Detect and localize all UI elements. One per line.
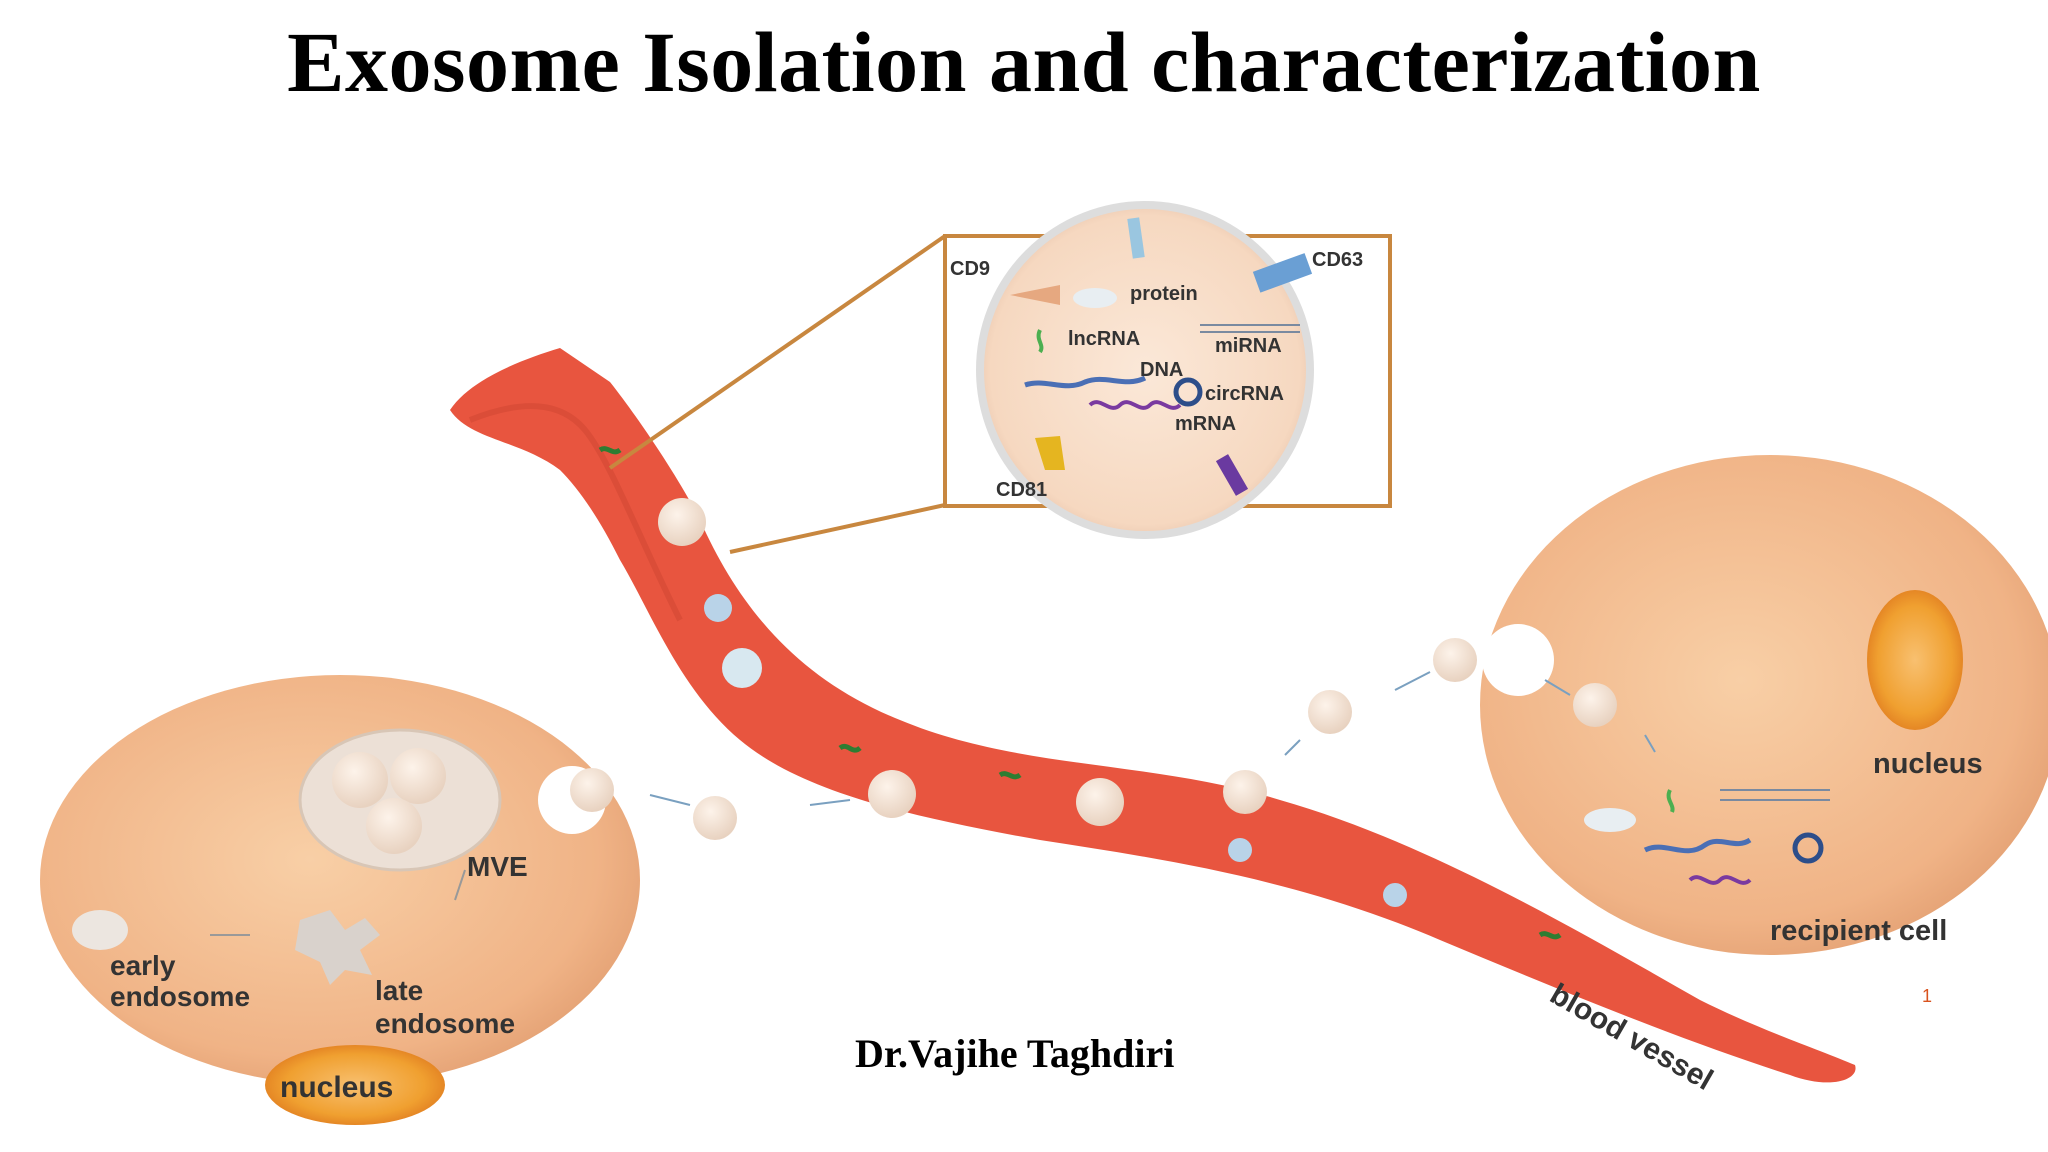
label-early-endosome-2: endosome — [110, 981, 250, 1012]
recipient-cell — [1480, 455, 2048, 955]
label-early-endosome-1: early — [110, 950, 176, 981]
label-dna: DNA — [1140, 359, 1183, 381]
label-circrna: circRNA — [1205, 383, 1284, 405]
label-recipient-nucleus: nucleus — [1873, 748, 1983, 780]
label-protein: protein — [1130, 283, 1198, 305]
label-cd81: CD81 — [996, 479, 1047, 501]
label-mve: MVE — [467, 851, 528, 882]
slide-number: 1 — [1922, 986, 1933, 1006]
exosome-inset — [608, 201, 1392, 554]
label-donor-nucleus: nucleus — [280, 1071, 393, 1104]
author-name: Dr.Vajihe Taghdiri — [855, 1031, 1175, 1076]
donor-cell — [40, 675, 640, 1125]
label-cd63: CD63 — [1312, 249, 1363, 271]
label-lncrna: lncRNA — [1068, 328, 1140, 350]
blood-vessel — [450, 348, 1856, 1083]
label-recipient-cell: recipient cell — [1770, 915, 1947, 947]
label-mirna: miRNA — [1215, 335, 1282, 357]
label-cd9: CD9 — [950, 258, 990, 280]
slide-title: Exosome Isolation and characterization — [287, 14, 1761, 110]
exosomes — [570, 446, 1656, 940]
label-late-endosome-2: endosome — [375, 1008, 515, 1039]
label-late-endosome-1: late — [375, 975, 423, 1006]
label-mrna: mRNA — [1175, 413, 1236, 435]
